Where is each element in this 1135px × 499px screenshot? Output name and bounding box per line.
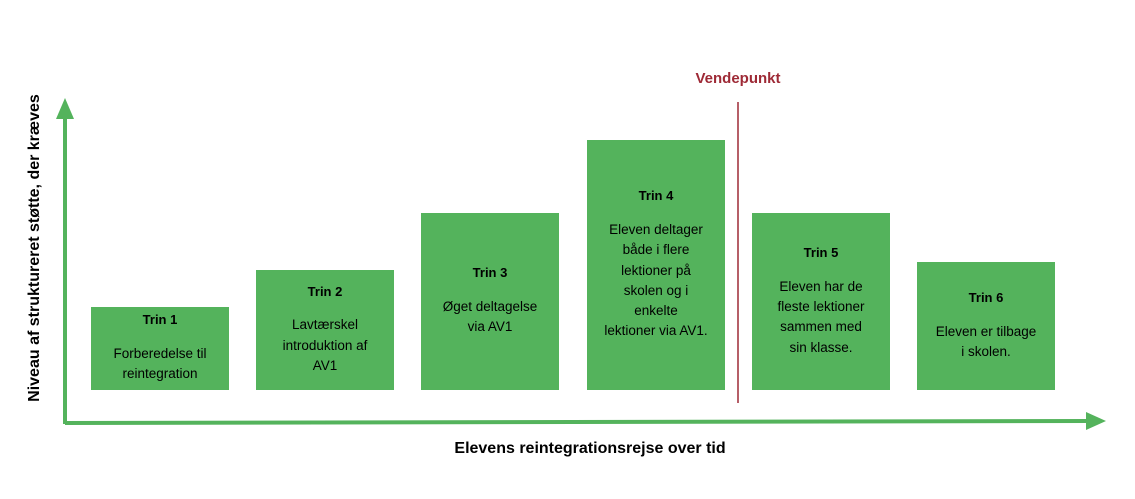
step-3-title: Trin 3 — [472, 265, 508, 281]
y-axis-arrowhead — [56, 98, 74, 119]
x-axis-label: Elevens reintegrationsrejse over tid — [454, 440, 726, 457]
step-4-description: Eleven deltager både i flere lektioner p… — [604, 222, 708, 339]
step-6-box: Trin 6 Eleven er tilbage i skolen. — [917, 262, 1055, 390]
step-2-description: Lavtærskel introduktion af AV1 — [282, 317, 368, 373]
step-3-box: Trin 3 Øget deltagelse via AV1 — [421, 213, 559, 390]
step-5-description: Eleven har de fleste lektioner sammen me… — [777, 278, 865, 355]
step-4-title: Trin 4 — [638, 188, 674, 204]
step-6-description: Eleven er tilbage i skolen. — [935, 323, 1037, 359]
step-2-title: Trin 2 — [307, 283, 343, 299]
step-6-title: Trin 6 — [968, 289, 1004, 305]
x-axis-line — [64, 419, 1091, 425]
step-1-description: Forberedelse til reintegration — [113, 346, 207, 382]
step-1-box: Trin 1 Forberedelse til reintegration — [91, 307, 229, 390]
turning-point-label: Vendepunkt — [695, 70, 781, 87]
step-1-title: Trin 1 — [142, 312, 178, 328]
x-axis-arrowhead — [1086, 412, 1106, 430]
y-axis-label: Niveau af struktureret støtte, der kræve… — [26, 94, 43, 402]
step-4-box: Trin 4 Eleven deltager både i flere lekt… — [587, 140, 725, 390]
step-3-description: Øget deltagelse via AV1 — [442, 299, 538, 335]
step-5-box: Trin 5 Eleven har de fleste lektioner sa… — [752, 213, 890, 390]
step-2-box: Trin 2 Lavtærskel introduktion af AV1 — [256, 270, 394, 390]
step-5-title: Trin 5 — [803, 245, 839, 261]
